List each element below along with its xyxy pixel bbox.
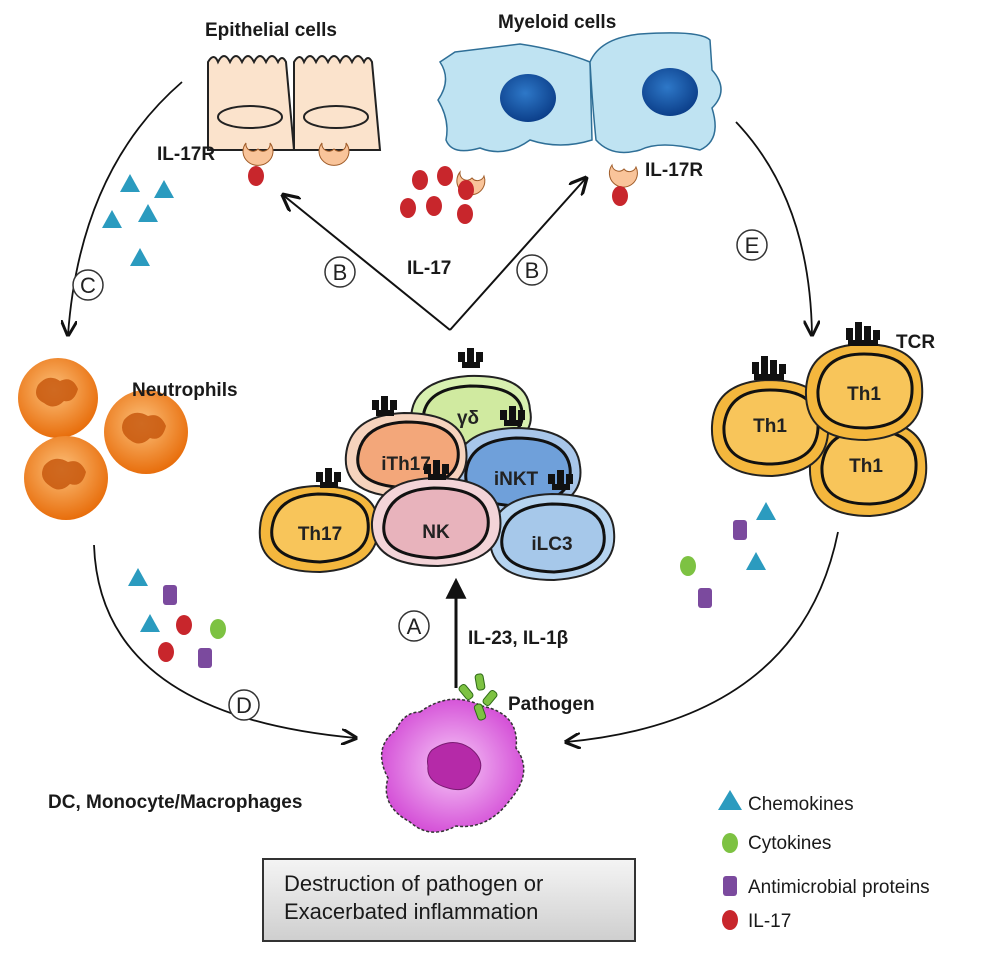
tcr-receptor <box>316 468 341 488</box>
svg-text:Th17: Th17 <box>298 524 342 545</box>
myeloid-cells <box>437 32 722 206</box>
tcr-receptor <box>752 356 786 380</box>
dc-macrophages-label: DC, Monocyte/Macrophages <box>48 792 302 813</box>
neutrophils-label: Neutrophils <box>132 380 238 401</box>
th1-cell-left: Th1 <box>710 356 830 478</box>
th1-cells: Th1 Th1 Th1 <box>710 322 928 518</box>
arrow-d <box>93 544 356 738</box>
mediator-cluster-th1 <box>680 502 776 608</box>
il17-cluster <box>400 166 474 224</box>
tcr-receptor <box>372 396 397 416</box>
outcome-line-2: Exacerbated inflammation <box>284 899 539 924</box>
tcr-receptor <box>458 348 483 368</box>
il17r-receptor <box>608 163 638 188</box>
svg-text:Th1: Th1 <box>849 456 883 477</box>
tcr-receptor <box>846 322 880 346</box>
il17r-right-label: IL-17R <box>645 160 703 181</box>
svg-text:iTh17: iTh17 <box>381 454 431 475</box>
step-d: D <box>228 689 260 721</box>
cell-nk: NK <box>370 460 502 568</box>
svg-text:NK: NK <box>422 522 450 543</box>
legend-item-antimicrobial: Antimicrobial proteins <box>723 876 930 898</box>
neutrophil <box>104 390 188 474</box>
epithelial-cell-left <box>207 55 296 151</box>
arrow-th1-to-macrophage <box>566 531 839 742</box>
macrophage-nucleus <box>427 742 482 791</box>
svg-text:C: C <box>80 273 96 298</box>
nucleus <box>642 68 698 116</box>
outcome-box: Destruction of pathogen or Exacerbated i… <box>262 858 636 942</box>
il17r-left-label: IL-17R <box>157 144 215 165</box>
myeloid-cells-label: Myeloid cells <box>498 12 616 33</box>
tcr-label: TCR <box>896 332 935 353</box>
epithelial-cells-label: Epithelial cells <box>205 20 337 41</box>
il17r-receptor <box>318 142 350 166</box>
epithelial-cell-right <box>293 55 382 151</box>
legend-item-cytokines: Cytokines <box>722 833 831 854</box>
svg-text:B: B <box>333 260 348 285</box>
svg-text:γδ: γδ <box>457 408 479 429</box>
neutrophils <box>18 358 188 520</box>
legend: Chemokines Cytokines Antimicrobial prote… <box>718 790 930 932</box>
tcr-receptor <box>424 460 449 480</box>
pathogen-label: Pathogen <box>508 694 595 715</box>
nucleus <box>500 74 556 122</box>
chemokine-cluster <box>102 174 174 266</box>
il23-il1b-label: IL-23, IL-1β <box>468 628 568 649</box>
svg-text:E: E <box>745 233 760 258</box>
tcr-receptor <box>548 470 573 490</box>
tcr-receptor <box>500 406 525 426</box>
svg-text:B: B <box>525 258 540 283</box>
neutrophil <box>24 436 108 520</box>
il17-producing-cells: γδ iNKT iTh17 Th17 iLC3 <box>258 348 616 582</box>
arrow-c <box>68 81 183 335</box>
pathogen <box>458 673 498 721</box>
il17-arrows <box>283 178 586 331</box>
svg-text:iNKT: iNKT <box>494 469 539 490</box>
step-c: C <box>72 269 104 301</box>
svg-text:IL-17: IL-17 <box>748 911 791 932</box>
svg-text:Th1: Th1 <box>753 416 787 437</box>
svg-text:iLC3: iLC3 <box>531 534 572 555</box>
svg-text:Cytokines: Cytokines <box>748 833 831 854</box>
epithelial-cells <box>207 55 382 186</box>
il17r-receptor <box>242 142 274 166</box>
th1-cell-top: Th1 <box>804 322 924 442</box>
mediator-cluster-neutrophil <box>128 568 226 668</box>
il17-molecule <box>248 166 264 186</box>
arrow-e <box>735 121 812 335</box>
svg-text:Antimicrobial proteins: Antimicrobial proteins <box>748 877 930 898</box>
svg-text:Th1: Th1 <box>847 384 881 405</box>
step-e: E <box>736 229 768 261</box>
neutrophil <box>18 358 98 438</box>
legend-item-chemokines: Chemokines <box>718 790 854 815</box>
il17-label: IL-17 <box>407 258 451 279</box>
legend-item-il17: IL-17 <box>722 910 791 932</box>
cell-ilc3: iLC3 <box>488 470 616 582</box>
svg-text:A: A <box>407 614 422 639</box>
outcome-line-1: Destruction of pathogen or <box>284 871 544 896</box>
svg-text:D: D <box>236 693 252 718</box>
step-b-left: B <box>324 256 356 288</box>
cell-th17: Th17 <box>258 468 380 574</box>
step-b-right: B <box>516 254 548 286</box>
th1-cell-bottom: Th1 <box>808 418 928 518</box>
macrophage <box>380 698 525 833</box>
step-a: A <box>398 610 430 642</box>
il17-molecule <box>612 186 628 206</box>
svg-text:Chemokines: Chemokines <box>748 794 854 815</box>
